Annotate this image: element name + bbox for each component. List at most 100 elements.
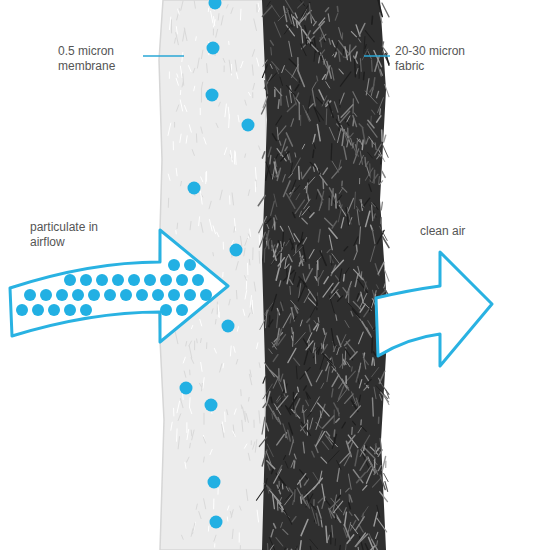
texture-stroke (223, 58, 225, 63)
texture-stroke (377, 505, 380, 517)
texture-stroke (263, 384, 272, 399)
texture-stroke (372, 477, 381, 487)
texture-stroke (201, 89, 202, 103)
texture-stroke (256, 488, 264, 500)
texture-stroke (242, 407, 245, 420)
texture-stroke (376, 532, 378, 538)
texture-stroke (376, 541, 378, 546)
texture-stroke (241, 405, 243, 409)
texture-stroke (168, 174, 170, 181)
texture-stroke (385, 461, 386, 467)
texture-stroke (371, 16, 373, 24)
texture-stroke (318, 318, 320, 323)
texture-stroke (196, 133, 197, 142)
texture-stroke (204, 498, 206, 509)
texture-stroke (380, 492, 388, 502)
texture-stroke (289, 279, 292, 284)
texture-stroke (381, 130, 383, 141)
texture-stroke (248, 397, 250, 402)
particle-dot (152, 289, 164, 301)
texture-stroke (248, 92, 250, 96)
particle-dot (64, 304, 76, 316)
texture-stroke (329, 235, 332, 250)
texture-stroke (203, 437, 205, 444)
texture-stroke (338, 296, 343, 301)
texture-stroke (254, 19, 257, 31)
texture-stroke (173, 141, 174, 150)
texture-stroke (278, 417, 281, 423)
texture-stroke (332, 389, 333, 397)
texture-stroke (338, 545, 340, 550)
texture-stroke (264, 363, 274, 377)
texture-stroke (338, 115, 340, 121)
texture-stroke (347, 362, 350, 367)
texture-stroke (219, 102, 221, 107)
texture-stroke (309, 4, 311, 18)
texture-stroke (354, 113, 356, 116)
texture-stroke (232, 529, 234, 539)
texture-stroke (384, 135, 386, 142)
texture-stroke (262, 417, 265, 434)
particle-dot (80, 274, 92, 286)
particle-dot (72, 289, 84, 301)
texture-stroke (358, 427, 362, 433)
texture-stroke (347, 285, 351, 294)
texture-stroke (337, 292, 340, 297)
texture-stroke (180, 99, 183, 111)
texture-stroke (294, 454, 296, 459)
texture-stroke (225, 104, 227, 118)
texture-stroke (292, 332, 294, 346)
texture-stroke (298, 167, 300, 180)
texture-stroke (307, 31, 311, 38)
texture-stroke (263, 377, 265, 383)
texture-stroke (208, 8, 209, 12)
texture-stroke (263, 60, 267, 67)
texture-stroke (332, 260, 343, 272)
texture-stroke (284, 549, 287, 550)
texture-stroke (269, 545, 274, 550)
texture-stroke (296, 194, 300, 200)
texture-stroke (328, 199, 330, 210)
texture-stroke (372, 205, 373, 221)
texture-stroke (294, 185, 299, 191)
texture-stroke (286, 25, 294, 36)
texture-stroke (340, 490, 341, 495)
texture-stroke (360, 59, 362, 72)
texture-stroke (365, 379, 371, 385)
texture-stroke (327, 367, 329, 382)
texture-stroke (356, 245, 358, 251)
texture-stroke (257, 510, 258, 523)
texture-stroke (286, 240, 289, 245)
texture-stroke (309, 325, 310, 332)
texture-stroke (285, 461, 288, 468)
texture-stroke (224, 66, 225, 73)
texture-stroke (259, 251, 261, 264)
texture-stroke (301, 44, 306, 56)
texture-stroke (243, 309, 245, 316)
texture-stroke (242, 420, 243, 432)
texture-stroke (364, 386, 368, 390)
texture-stroke (360, 151, 362, 164)
texture-stroke (270, 64, 272, 68)
texture-stroke (328, 535, 329, 540)
texture-stroke (336, 315, 337, 321)
texture-stroke (338, 408, 339, 416)
texture-stroke (194, 341, 195, 350)
texture-stroke (353, 421, 356, 425)
texture-stroke (300, 320, 302, 326)
texture-stroke (300, 115, 301, 125)
texture-stroke (180, 398, 183, 408)
texture-stroke (351, 367, 353, 371)
texture-stroke (372, 398, 374, 416)
particle-dot (209, 0, 222, 10)
texture-stroke (303, 238, 307, 244)
particle-dot (230, 244, 243, 257)
texture-stroke (200, 191, 202, 205)
texture-stroke (203, 377, 204, 388)
texture-stroke (279, 281, 280, 286)
texture-stroke (291, 301, 299, 310)
texture-stroke (324, 277, 328, 284)
texture-stroke (379, 371, 384, 383)
texture-stroke (286, 85, 297, 97)
